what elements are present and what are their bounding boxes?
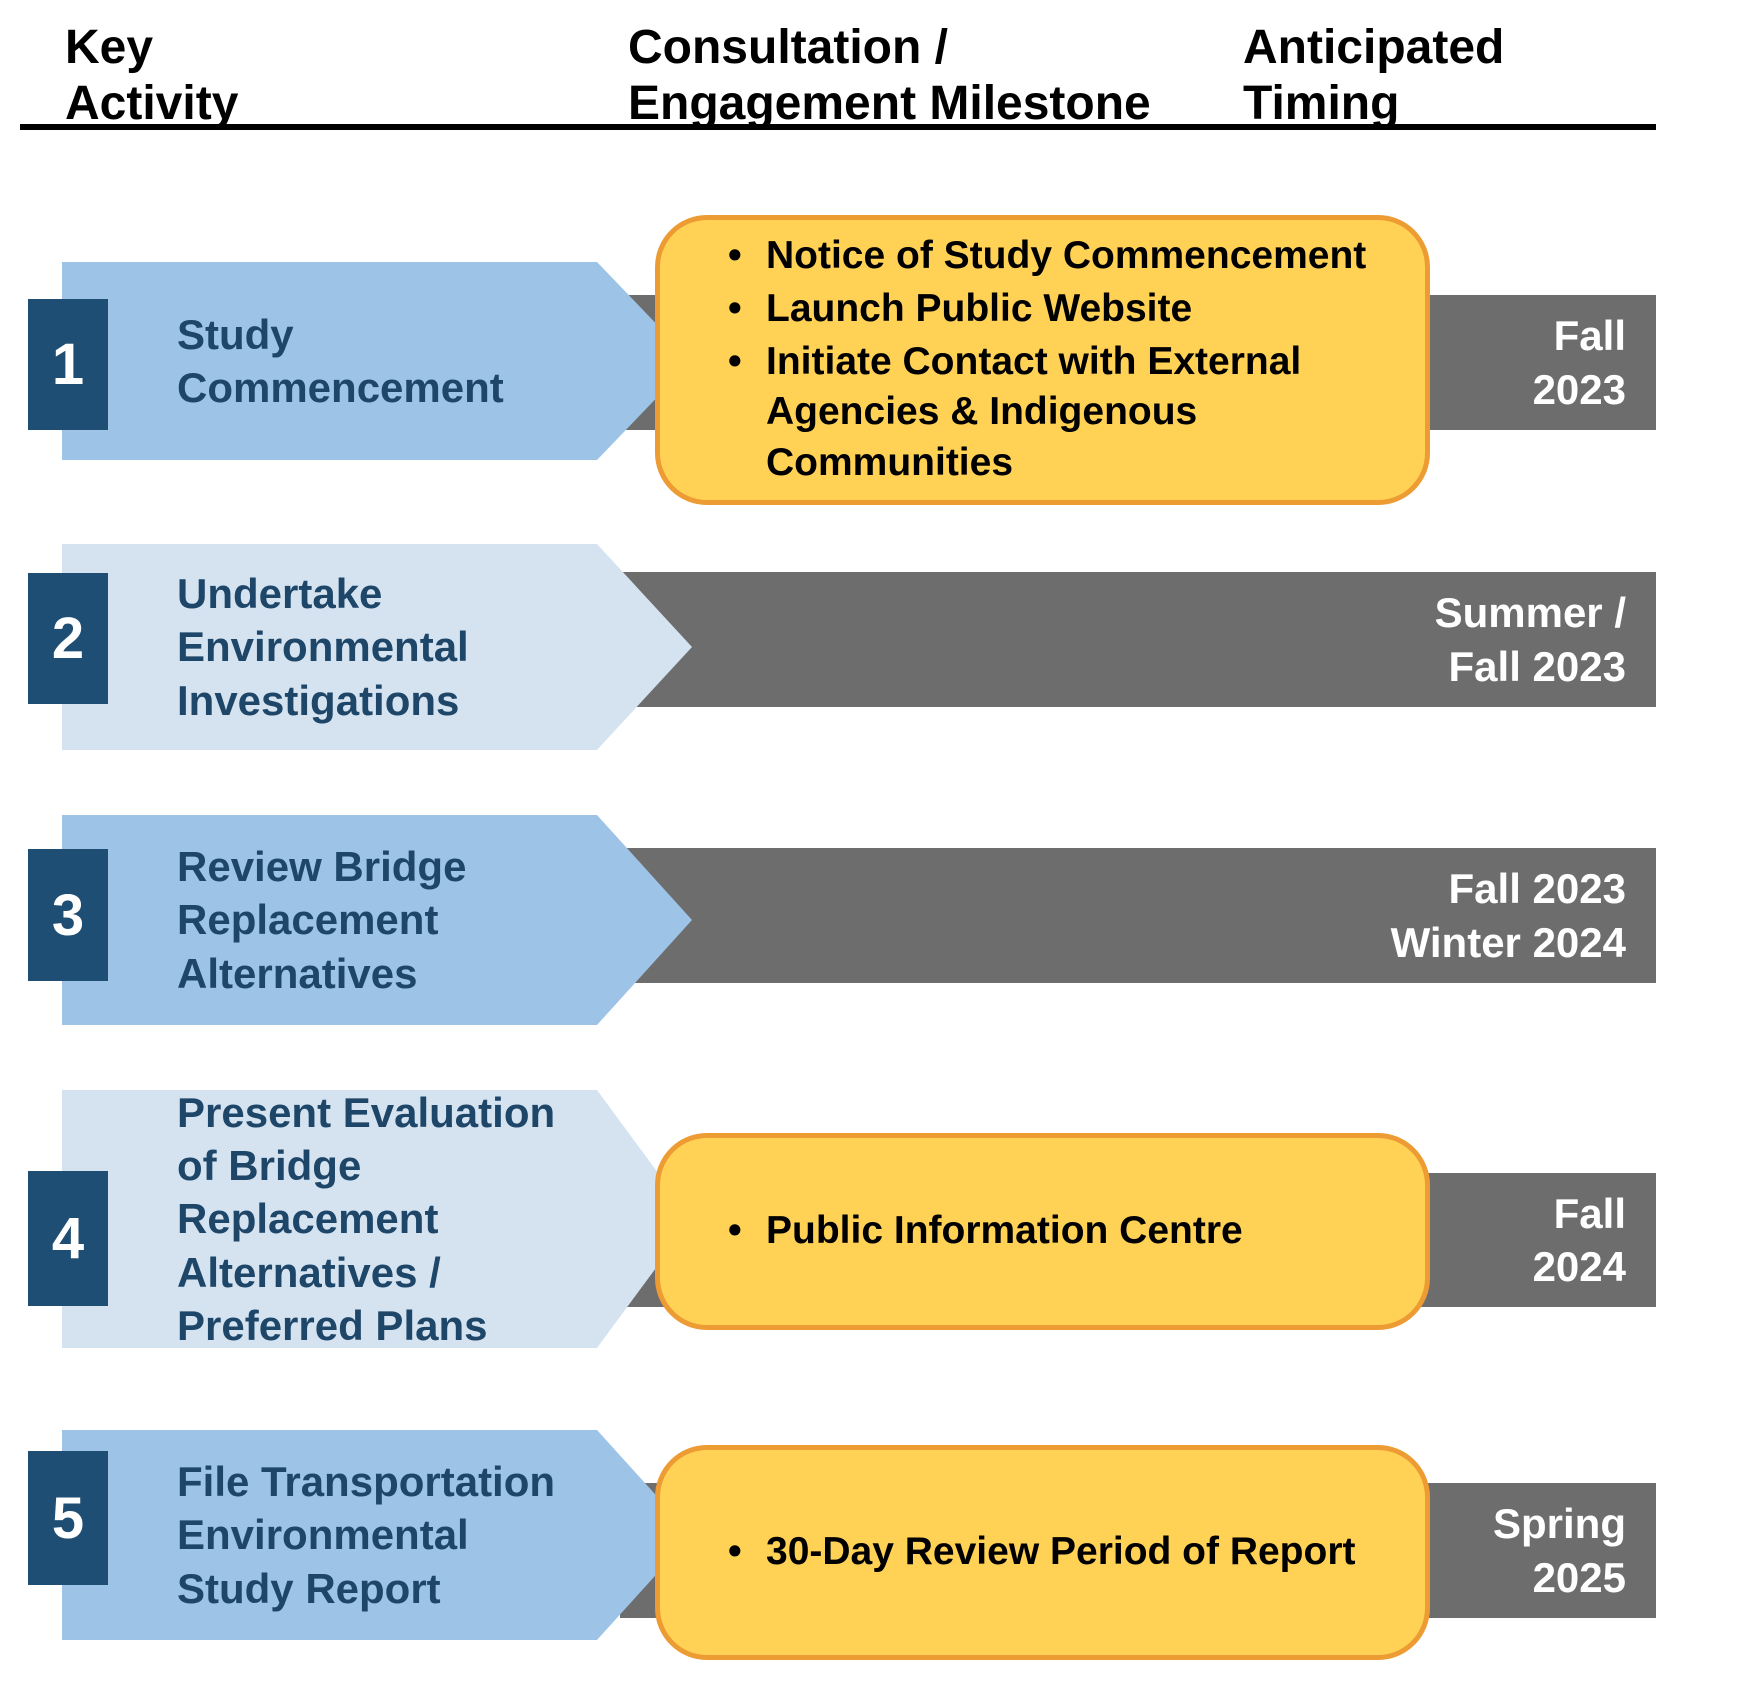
activity-label-row3: Review Bridge Replacement Alternatives: [177, 843, 467, 997]
milestone-box-row5: • 30-Day Review Period of Report: [655, 1445, 1430, 1660]
bullet-marker: •: [728, 1530, 742, 1574]
bullet-text: Public Information Centre: [766, 1209, 1243, 1253]
step-number-2: 2: [28, 573, 108, 704]
milestone-bullet-list-row5: • 30-Day Review Period of Report: [728, 1525, 1397, 1580]
bullet-text: Initiate Contact with External Agencies …: [766, 339, 1302, 485]
column-header-consultation-milestone: Consultation / Engagement Milestone: [628, 21, 1151, 130]
activity-label-row2: Undertake Environmental Investigations: [177, 570, 469, 724]
bullet-item: • Initiate Contact with External Agencie…: [728, 337, 1397, 489]
bullet-item: • Public Information Centre: [728, 1206, 1397, 1257]
bullet-marker: •: [728, 1209, 742, 1253]
activity-label-row5: File Transportation Environmental Study …: [177, 1458, 556, 1612]
timing-bar-row3: Fall 2023 Winter 2024: [620, 848, 1656, 983]
step-number-4: 4: [28, 1171, 108, 1306]
column-header-anticipated-timing: Anticipated Timing: [1243, 21, 1505, 130]
column-header-key-activity: Key Activity: [65, 21, 239, 130]
bullet-text: Notice of Study Commencement: [766, 234, 1367, 278]
activity-arrow-row2: Undertake Environmental Investigations: [62, 544, 692, 750]
milestone-bullet-list-row4: • Public Information Centre: [728, 1204, 1397, 1259]
header-divider-line: [20, 124, 1656, 130]
activity-arrow-row3: Review Bridge Replacement Alternatives: [62, 815, 692, 1025]
activity-arrow-row1: Study Commencement: [62, 262, 692, 460]
step-number-5: 5: [28, 1451, 108, 1585]
activity-label-row4: Present Evaluation of Bridge Replacement…: [177, 1088, 556, 1349]
activity-label-row1: Study Commencement: [177, 310, 504, 411]
milestone-box-row4: • Public Information Centre: [655, 1133, 1430, 1330]
bullet-item: • Notice of Study Commencement: [728, 231, 1397, 282]
milestone-box-row1: • Notice of Study Commencement • Launch …: [655, 215, 1430, 505]
bullet-item: • Launch Public Website: [728, 284, 1397, 335]
bullet-item: • 30-Day Review Period of Report: [728, 1527, 1397, 1578]
step-number-3: 3: [28, 849, 108, 981]
bullet-marker: •: [728, 286, 742, 330]
bullet-text: 30-Day Review Period of Report: [766, 1530, 1356, 1574]
timing-bar-row2: Summer / Fall 2023: [620, 572, 1656, 707]
step-number-1: 1: [28, 299, 108, 430]
activity-arrow-row5: File Transportation Environmental Study …: [62, 1430, 692, 1640]
milestone-bullet-list-row1: • Notice of Study Commencement • Launch …: [728, 229, 1397, 490]
bullet-text: Launch Public Website: [766, 286, 1193, 330]
activity-arrow-row4: Present Evaluation of Bridge Replacement…: [62, 1090, 692, 1348]
bullet-marker: •: [728, 339, 742, 383]
bullet-marker: •: [728, 234, 742, 278]
